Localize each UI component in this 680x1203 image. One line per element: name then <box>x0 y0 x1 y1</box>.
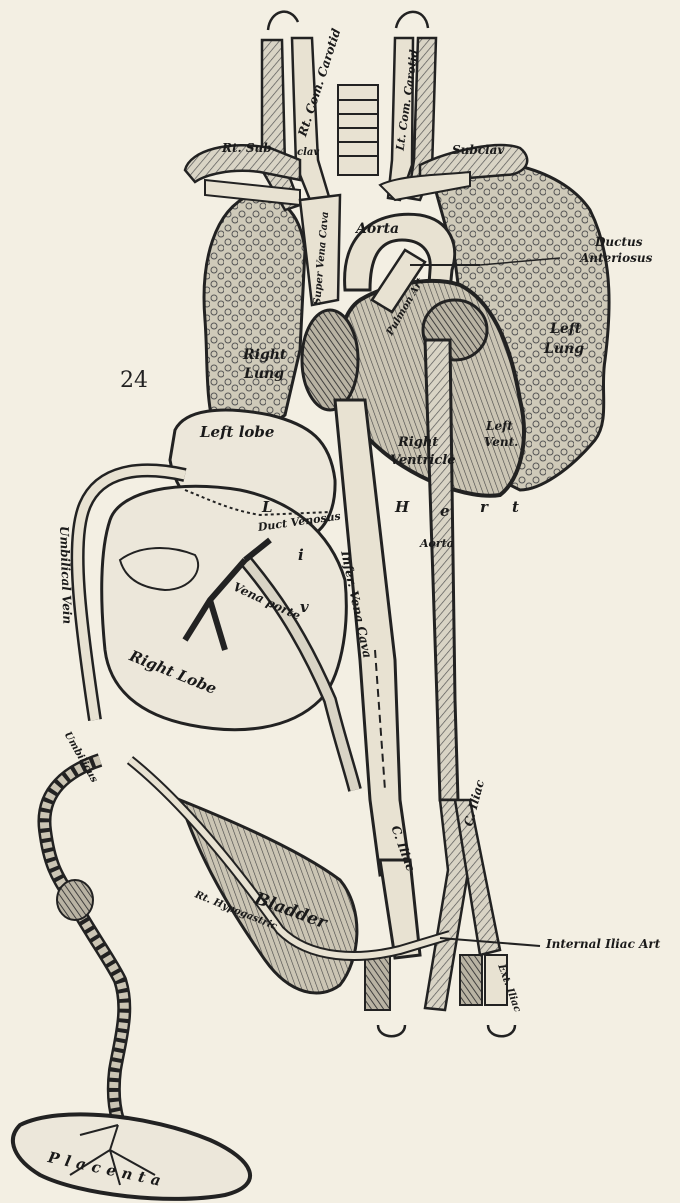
label-aorta-low: Aorta <box>420 538 454 549</box>
label-anteriosus: Anteriosus <box>580 252 652 264</box>
label-heart-t: t <box>512 500 519 515</box>
right-lung <box>204 195 305 434</box>
label-aorta-top: Aorta <box>356 222 399 236</box>
trachea <box>338 85 378 175</box>
label-left-lung-2: Lung <box>544 342 584 356</box>
label-internal-iliac: Internal Iliac Art <box>546 938 660 950</box>
label-right-lung-1: Right <box>243 348 286 362</box>
label-right-ventricle-1: Right <box>398 436 438 449</box>
label-right-ventricle-2: Ventricle <box>390 454 456 467</box>
label-right-lung-2: Lung <box>244 367 284 381</box>
right-atrium <box>302 310 358 410</box>
label-left-lobe: Left lobe <box>200 425 274 440</box>
label-umbilical-vein: Umbilical Vein <box>58 526 73 625</box>
label-heart-h: H <box>395 500 409 515</box>
label-left-vent-2: Vent. <box>484 436 518 448</box>
label-heart-e: e <box>440 504 450 519</box>
label-left-lung-1: Left <box>550 322 581 336</box>
inferior-vena-cava <box>335 400 410 875</box>
label-left-vent-1: Left <box>486 420 513 432</box>
label-rt-subclavian: Rt. Sub <box>222 142 272 154</box>
label-clav-fragment: clav <box>297 148 319 158</box>
figure-number: 24 <box>120 368 148 393</box>
label-heart-r: r <box>480 500 488 515</box>
label-liver-l: L <box>262 500 273 515</box>
label-subclav-left: Subclav <box>452 144 504 156</box>
label-liver-i: i <box>298 548 304 563</box>
label-ductus: Ductus <box>595 236 642 248</box>
